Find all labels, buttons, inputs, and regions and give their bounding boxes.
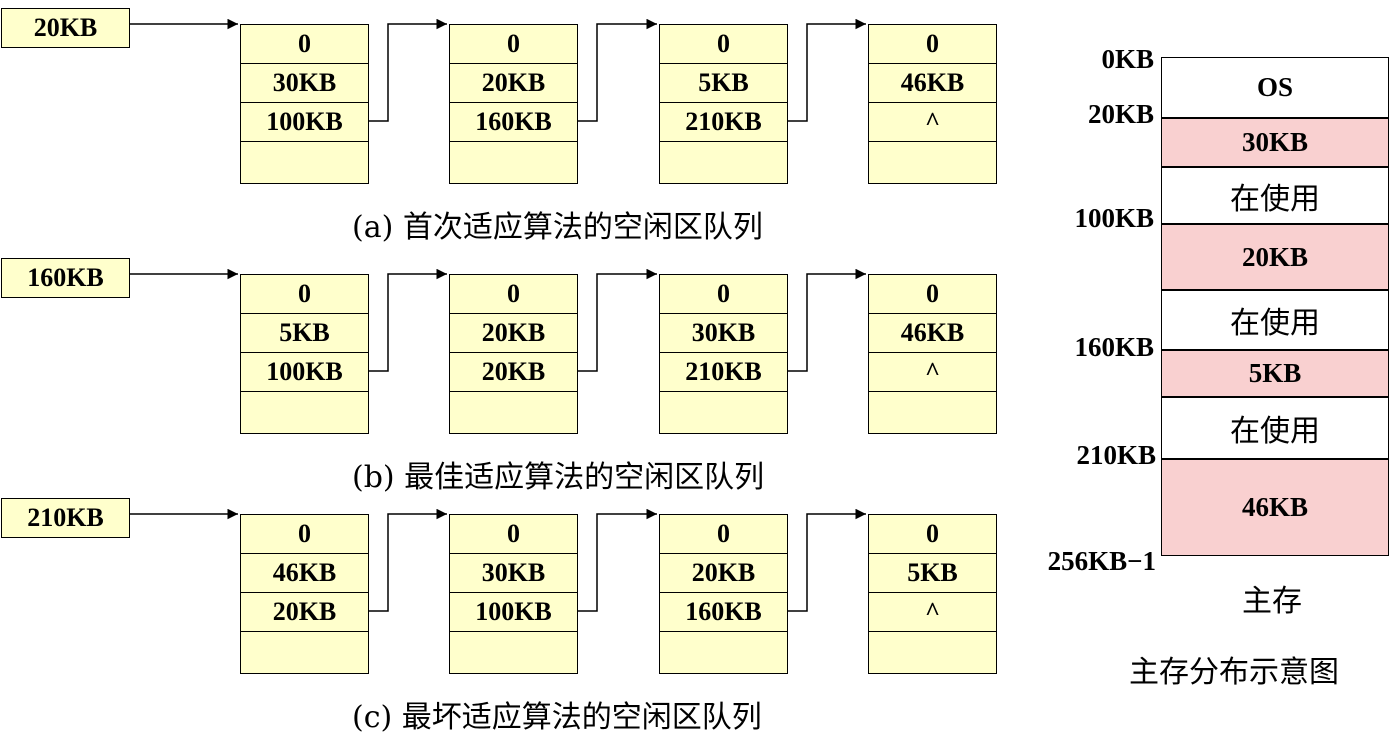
next-link-arrow [778,508,866,612]
node-flag: 0 [241,515,368,554]
free-block-node: 0 46KB ^ [868,24,997,184]
next-link-arrow [359,508,447,612]
node-empty [660,142,787,181]
node-size: 5KB [660,64,787,103]
node-size: 46KB [241,554,368,593]
queue-head-pointer: 160KB [1,258,130,298]
next-link-arrow [359,268,447,372]
next-link-arrow [568,268,657,372]
node-size: 30KB [660,314,787,353]
memory-block-free: 30KB [1161,118,1389,167]
node-null-pointer: ^ [869,593,996,632]
node-size: 5KB [869,554,996,593]
memory-block-used: 在使用 [1161,397,1389,459]
next-link-arrow [778,268,866,372]
node-empty [450,632,577,671]
free-block-node: 0 20KB 160KB [449,24,578,184]
free-block-node: 0 5KB 210KB [659,24,788,184]
free-block-node: 0 46KB 20KB [240,514,369,674]
node-empty [241,632,368,671]
free-block-node: 0 30KB 100KB [240,24,369,184]
node-size: 46KB [869,64,996,103]
node-empty [241,392,368,431]
next-link-arrow [568,18,657,122]
memory-block-used: 在使用 [1161,290,1389,350]
node-next-addr: 20KB [450,353,577,392]
free-block-node: 0 46KB ^ [868,274,997,434]
queue-caption: (c) 最坏适应算法的空闲区队列 [352,700,762,735]
next-link-arrow [778,18,866,122]
node-empty [450,392,577,431]
node-empty [869,392,996,431]
node-flag: 0 [450,25,577,64]
node-flag: 0 [450,515,577,554]
address-label: 160KB [1074,332,1154,362]
address-label: 210KB [1076,440,1156,470]
queue-caption: (a) 首次适应算法的空闲区队列 [352,210,763,245]
node-next-addr: 100KB [241,353,368,392]
figure-title: 主存分布示意图 [1129,655,1339,690]
queue-caption: (b) 最佳适应算法的空闲区队列 [352,460,765,495]
node-next-addr: 160KB [660,593,787,632]
node-flag: 0 [660,25,787,64]
node-next-addr: 210KB [660,353,787,392]
memory-block-free: 20KB [1161,224,1389,290]
node-flag: 0 [241,275,368,314]
queue-head-pointer: 20KB [1,8,130,48]
free-block-node: 0 20KB 160KB [659,514,788,674]
free-block-node: 0 5KB 100KB [240,274,369,434]
node-flag: 0 [660,275,787,314]
node-flag: 0 [660,515,787,554]
node-next-addr: 100KB [450,593,577,632]
node-next-addr: 20KB [241,593,368,632]
node-empty [660,632,787,671]
node-empty [241,142,368,181]
free-block-node: 0 5KB ^ [868,514,997,674]
free-block-node: 0 20KB 20KB [449,274,578,434]
queue-head-pointer: 210KB [1,498,130,538]
node-size: 46KB [869,314,996,353]
node-flag: 0 [869,275,996,314]
next-link-arrow [568,508,657,612]
node-size: 5KB [241,314,368,353]
free-block-node: 0 30KB 100KB [449,514,578,674]
node-size: 20KB [450,314,577,353]
free-block-node: 0 30KB 210KB [659,274,788,434]
memory-block-os: OS [1161,57,1389,118]
memory-block-used: 在使用 [1161,167,1389,224]
address-label: 100KB [1074,203,1154,233]
node-empty [660,392,787,431]
node-empty [450,142,577,181]
node-next-addr: 160KB [450,103,577,142]
memory-block-free: 46KB [1161,459,1389,556]
node-null-pointer: ^ [869,103,996,142]
node-next-addr: 210KB [660,103,787,142]
node-next-addr: 100KB [241,103,368,142]
node-size: 30KB [450,554,577,593]
node-size: 20KB [450,64,577,103]
memory-block-free: 5KB [1161,350,1389,397]
node-flag: 0 [450,275,577,314]
address-label: 0KB [1101,44,1154,74]
node-size: 20KB [660,554,787,593]
node-flag: 0 [869,515,996,554]
node-size: 30KB [241,64,368,103]
memory-caption: 主存 [1242,584,1302,619]
node-empty [869,142,996,181]
address-label: 20KB [1087,99,1154,129]
node-null-pointer: ^ [869,353,996,392]
address-label: 256KB−1 [1047,546,1156,576]
node-flag: 0 [241,25,368,64]
next-link-arrow [359,18,447,122]
node-empty [869,632,996,671]
node-flag: 0 [869,25,996,64]
